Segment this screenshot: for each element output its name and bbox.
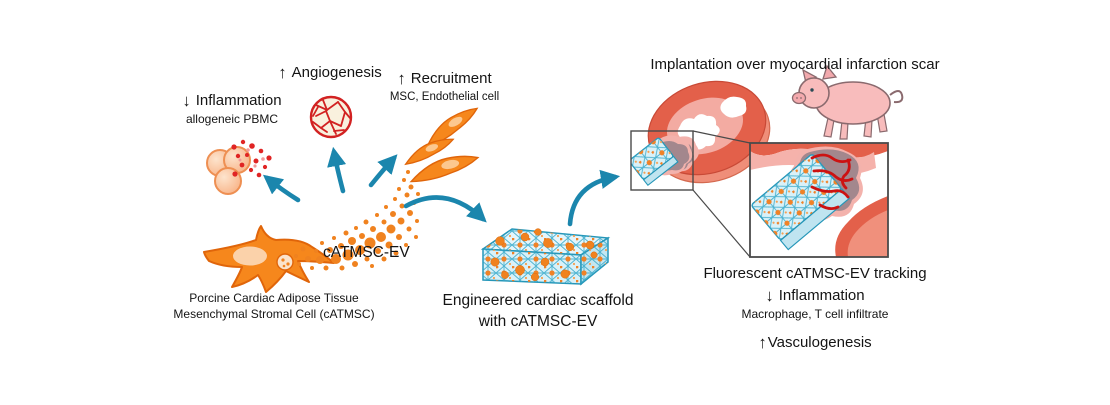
outcome-inflammation: ↓ Inflammation: [655, 287, 975, 305]
outcome-vasculogenesis: ↑ Vasculogenesis: [655, 334, 975, 352]
pig-tail: [889, 90, 904, 104]
arrow-to-angiogenesis: [327, 146, 347, 194]
angiogenesis-vessel-ball-illustration: [309, 95, 353, 139]
outcome-inflammation-sub: Macrophage, T cell infiltrate: [741, 307, 889, 321]
outcome-inflammation-label: Inflammation: [778, 287, 865, 304]
implant-inset-small-box: [630, 130, 694, 191]
catmsc-cell-illustration: [203, 225, 335, 293]
inset-connector-top: [692, 130, 751, 144]
effect-inflammation-label: Inflammation: [195, 92, 282, 109]
arrow-to-inflammation: [262, 174, 301, 203]
cell-caption: Porcine Cardiac Adipose Tissue Mesenchym…: [143, 290, 405, 322]
effect-inflammation-sub: allogeneic PBMC: [185, 112, 279, 126]
effect-inflammation: ↓ Inflammation allogeneic PBMC: [132, 92, 332, 127]
ev-label: cATMSC-EV: [323, 244, 410, 261]
scaffold-illustration: [480, 228, 611, 286]
magnified-vessels: [810, 153, 854, 210]
down-arrow-icon: ↓: [765, 285, 774, 305]
effect-recruitment-sub: MSC, Endothelial cell: [389, 91, 500, 103]
pig-illustration: [791, 64, 904, 140]
up-arrow-icon: ↑: [397, 68, 406, 88]
cell-caption-line1: Porcine Cardiac Adipose Tissue: [189, 291, 359, 305]
implantation-title: Implantation over myocardial infarction …: [650, 56, 940, 73]
inset-connector-bottom: [692, 189, 751, 258]
up-arrow-icon: ↑: [278, 62, 287, 82]
recruited-cells-illustration: [404, 107, 480, 183]
scaffold-caption-line1: Engineered cardiac scaffold: [442, 292, 634, 309]
down-arrow-icon: ↓: [182, 90, 191, 110]
arrow-to-recruitment: [368, 154, 398, 188]
outcome-vasculogenesis-label: Vasculogenesis: [767, 334, 872, 351]
pbmc-cluster-illustration: [206, 139, 272, 195]
effect-recruitment: ↑ Recruitment MSC, Endothelial cell: [352, 70, 537, 104]
ev-dots-near-pbmc: [231, 139, 272, 178]
effect-recruitment-label: Recruitment: [410, 70, 492, 87]
cell-caption-line2: Mesenchymal Stromal Cell (cATMSC): [173, 307, 375, 321]
magnified-scaffold: [751, 154, 851, 251]
ev-cloud: [294, 170, 420, 271]
up-arrow-icon: ↑: [758, 332, 767, 352]
cell-nucleus: [233, 246, 267, 266]
in-vivo-outcomes: Fluorescent cATMSC-EV tracking ↓ Inflamm…: [655, 265, 975, 352]
outcome-tracking: Fluorescent cATMSC-EV tracking: [703, 265, 927, 282]
scaffold-caption-line2: with cATMSC-EV: [478, 313, 598, 330]
multivesicular-body: [276, 253, 294, 271]
scaffold-caption: Engineered cardiac scaffold with cATMSC-…: [405, 291, 671, 331]
arrow-scaffold-to-heart: [567, 169, 621, 227]
implant-inset-small-content: [631, 137, 693, 187]
heart-right-ventricle-cavity: [720, 96, 747, 118]
arrow-ev-to-scaffold: [403, 195, 487, 223]
effect-angiogenesis: ↑ Angiogenesis: [240, 64, 420, 82]
pig-snout: [791, 91, 807, 105]
pig-ear: [822, 64, 838, 80]
pig-eye: [810, 88, 814, 92]
implant-inset-large-content: [750, 143, 888, 257]
implant-inset-large-box: [749, 142, 889, 258]
effect-angiogenesis-label: Angiogenesis: [291, 64, 382, 81]
